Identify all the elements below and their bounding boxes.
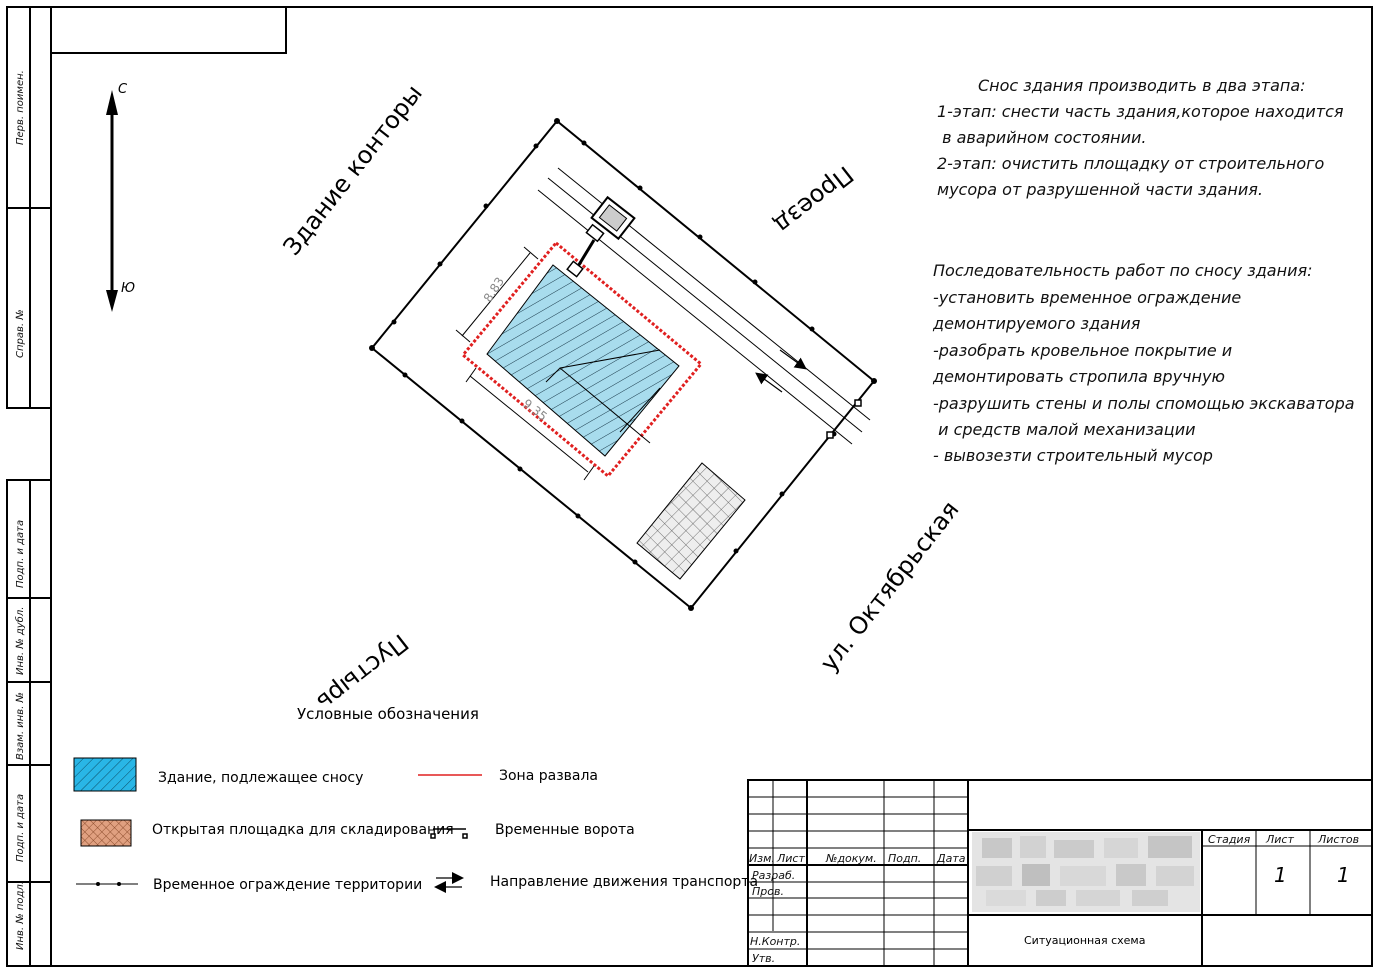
storage-area bbox=[636, 462, 746, 580]
notes-sequence: Последовательность работ по сносу здания… bbox=[932, 261, 1355, 465]
top-left-stamp-box bbox=[50, 6, 287, 54]
note-stage-line: мусора от разрушенной части здания. bbox=[937, 180, 1263, 199]
fence-posts bbox=[369, 118, 877, 611]
tb-list-value: 1 bbox=[1274, 863, 1287, 887]
compass-north-label: С bbox=[118, 82, 128, 97]
note-stage-line: в аварийном состоянии. bbox=[937, 128, 1146, 147]
label-vacant-lot: Пустырь bbox=[311, 628, 413, 716]
excavator-icon bbox=[566, 195, 636, 278]
legend-storage-swatch bbox=[80, 819, 132, 847]
title-block bbox=[747, 779, 1373, 967]
legend-gates-label: Временные ворота bbox=[495, 822, 635, 838]
traffic-arrows bbox=[755, 349, 807, 393]
legend-traffic-label: Направление движения транспорта bbox=[490, 874, 758, 890]
dim-width-label: 8.83 bbox=[481, 275, 507, 305]
compass-south-label: Ю bbox=[121, 281, 135, 296]
stamp-podp-data-2: Подп. и дата bbox=[15, 794, 26, 862]
legend-fence-symbol bbox=[76, 882, 138, 886]
tb-list: Лист bbox=[776, 852, 805, 865]
tb-prov: Пров. bbox=[752, 885, 784, 898]
building-demolish bbox=[486, 264, 680, 457]
stamp-sprav-no: Справ. № bbox=[15, 309, 26, 358]
dimension-lines bbox=[455, 246, 595, 481]
collapse-zone bbox=[460, 240, 704, 479]
label-passage: Проезд bbox=[769, 160, 859, 239]
note-stage-line: Снос здания производить в два этапа: bbox=[978, 76, 1306, 95]
tb-data: Дата bbox=[936, 852, 966, 865]
side-stamp bbox=[6, 6, 52, 967]
note-stage-line: 2-этап: очистить площадку от строительно… bbox=[937, 154, 1325, 173]
tb-utv: Утв. bbox=[752, 952, 775, 965]
legend-traffic-symbol bbox=[434, 872, 464, 893]
site-gates bbox=[826, 399, 862, 439]
legend-zone-label: Зона развала bbox=[499, 768, 598, 784]
legend-building-swatch bbox=[73, 757, 137, 792]
note-sequence-line: -установить временное ограждение bbox=[933, 288, 1241, 307]
legend-gates-symbol bbox=[430, 828, 468, 839]
tb-listov-value: 1 bbox=[1337, 863, 1350, 887]
stamp-inv-podl: Инв. № подл. bbox=[15, 881, 26, 950]
tb-n-kontr: Н.Контр. bbox=[750, 935, 800, 948]
note-sequence-line: демонтируемого здания bbox=[932, 314, 1141, 333]
tb-razrab: Разраб. bbox=[752, 869, 795, 882]
compass-arrow bbox=[106, 90, 118, 312]
tb-doc-no: №докум. bbox=[825, 852, 877, 865]
tb-list-header: Лист bbox=[1265, 833, 1294, 846]
label-street: ул. Октябрьская bbox=[815, 496, 965, 677]
stamp-perv-primen: Перв. поимен. bbox=[15, 70, 26, 145]
tb-listov-header: Листов bbox=[1317, 833, 1359, 846]
stamp-podp-data-1: Подп. и дата bbox=[15, 520, 26, 588]
label-office-building: Здание конторы bbox=[278, 79, 428, 260]
note-sequence-line: и средств малой механизации bbox=[933, 420, 1195, 439]
redacted-project-name bbox=[972, 832, 1200, 912]
note-stage-line: 1-этап: снести часть здания,которое нахо… bbox=[937, 102, 1344, 121]
legend-storage-label: Открытая площадка для складирования bbox=[152, 822, 454, 838]
notes-stages: Снос здания производить в два этапа: 1-э… bbox=[937, 76, 1344, 199]
note-sequence-line: -разобрать кровельное покрытие и bbox=[933, 341, 1232, 360]
tb-stadiya: Стадия bbox=[1208, 833, 1251, 846]
note-sequence-line: -разрушить стены и полы спомощью экскава… bbox=[933, 394, 1355, 413]
legend-fence-label: Временное ограждение территории bbox=[153, 877, 422, 893]
stamp-inv-dubl: Инв. № дубл. bbox=[14, 607, 26, 675]
stamp-vzam-inv: Взам. инв. № bbox=[15, 692, 26, 760]
legend-building-label: Здание, подлежащее сносу bbox=[158, 770, 363, 786]
note-sequence-line: демонтировать стропила вручную bbox=[932, 367, 1225, 386]
note-sequence-line: - вывозезти строительный мусор bbox=[933, 446, 1213, 465]
tb-podp: Подп. bbox=[888, 852, 921, 865]
tb-sheet-title: Ситуационная схема bbox=[1024, 934, 1145, 947]
note-sequence-line: Последовательность работ по сносу здания… bbox=[933, 261, 1312, 280]
tb-izm: Изм. bbox=[749, 852, 775, 865]
legend-title: Условные обозначения bbox=[297, 705, 479, 723]
